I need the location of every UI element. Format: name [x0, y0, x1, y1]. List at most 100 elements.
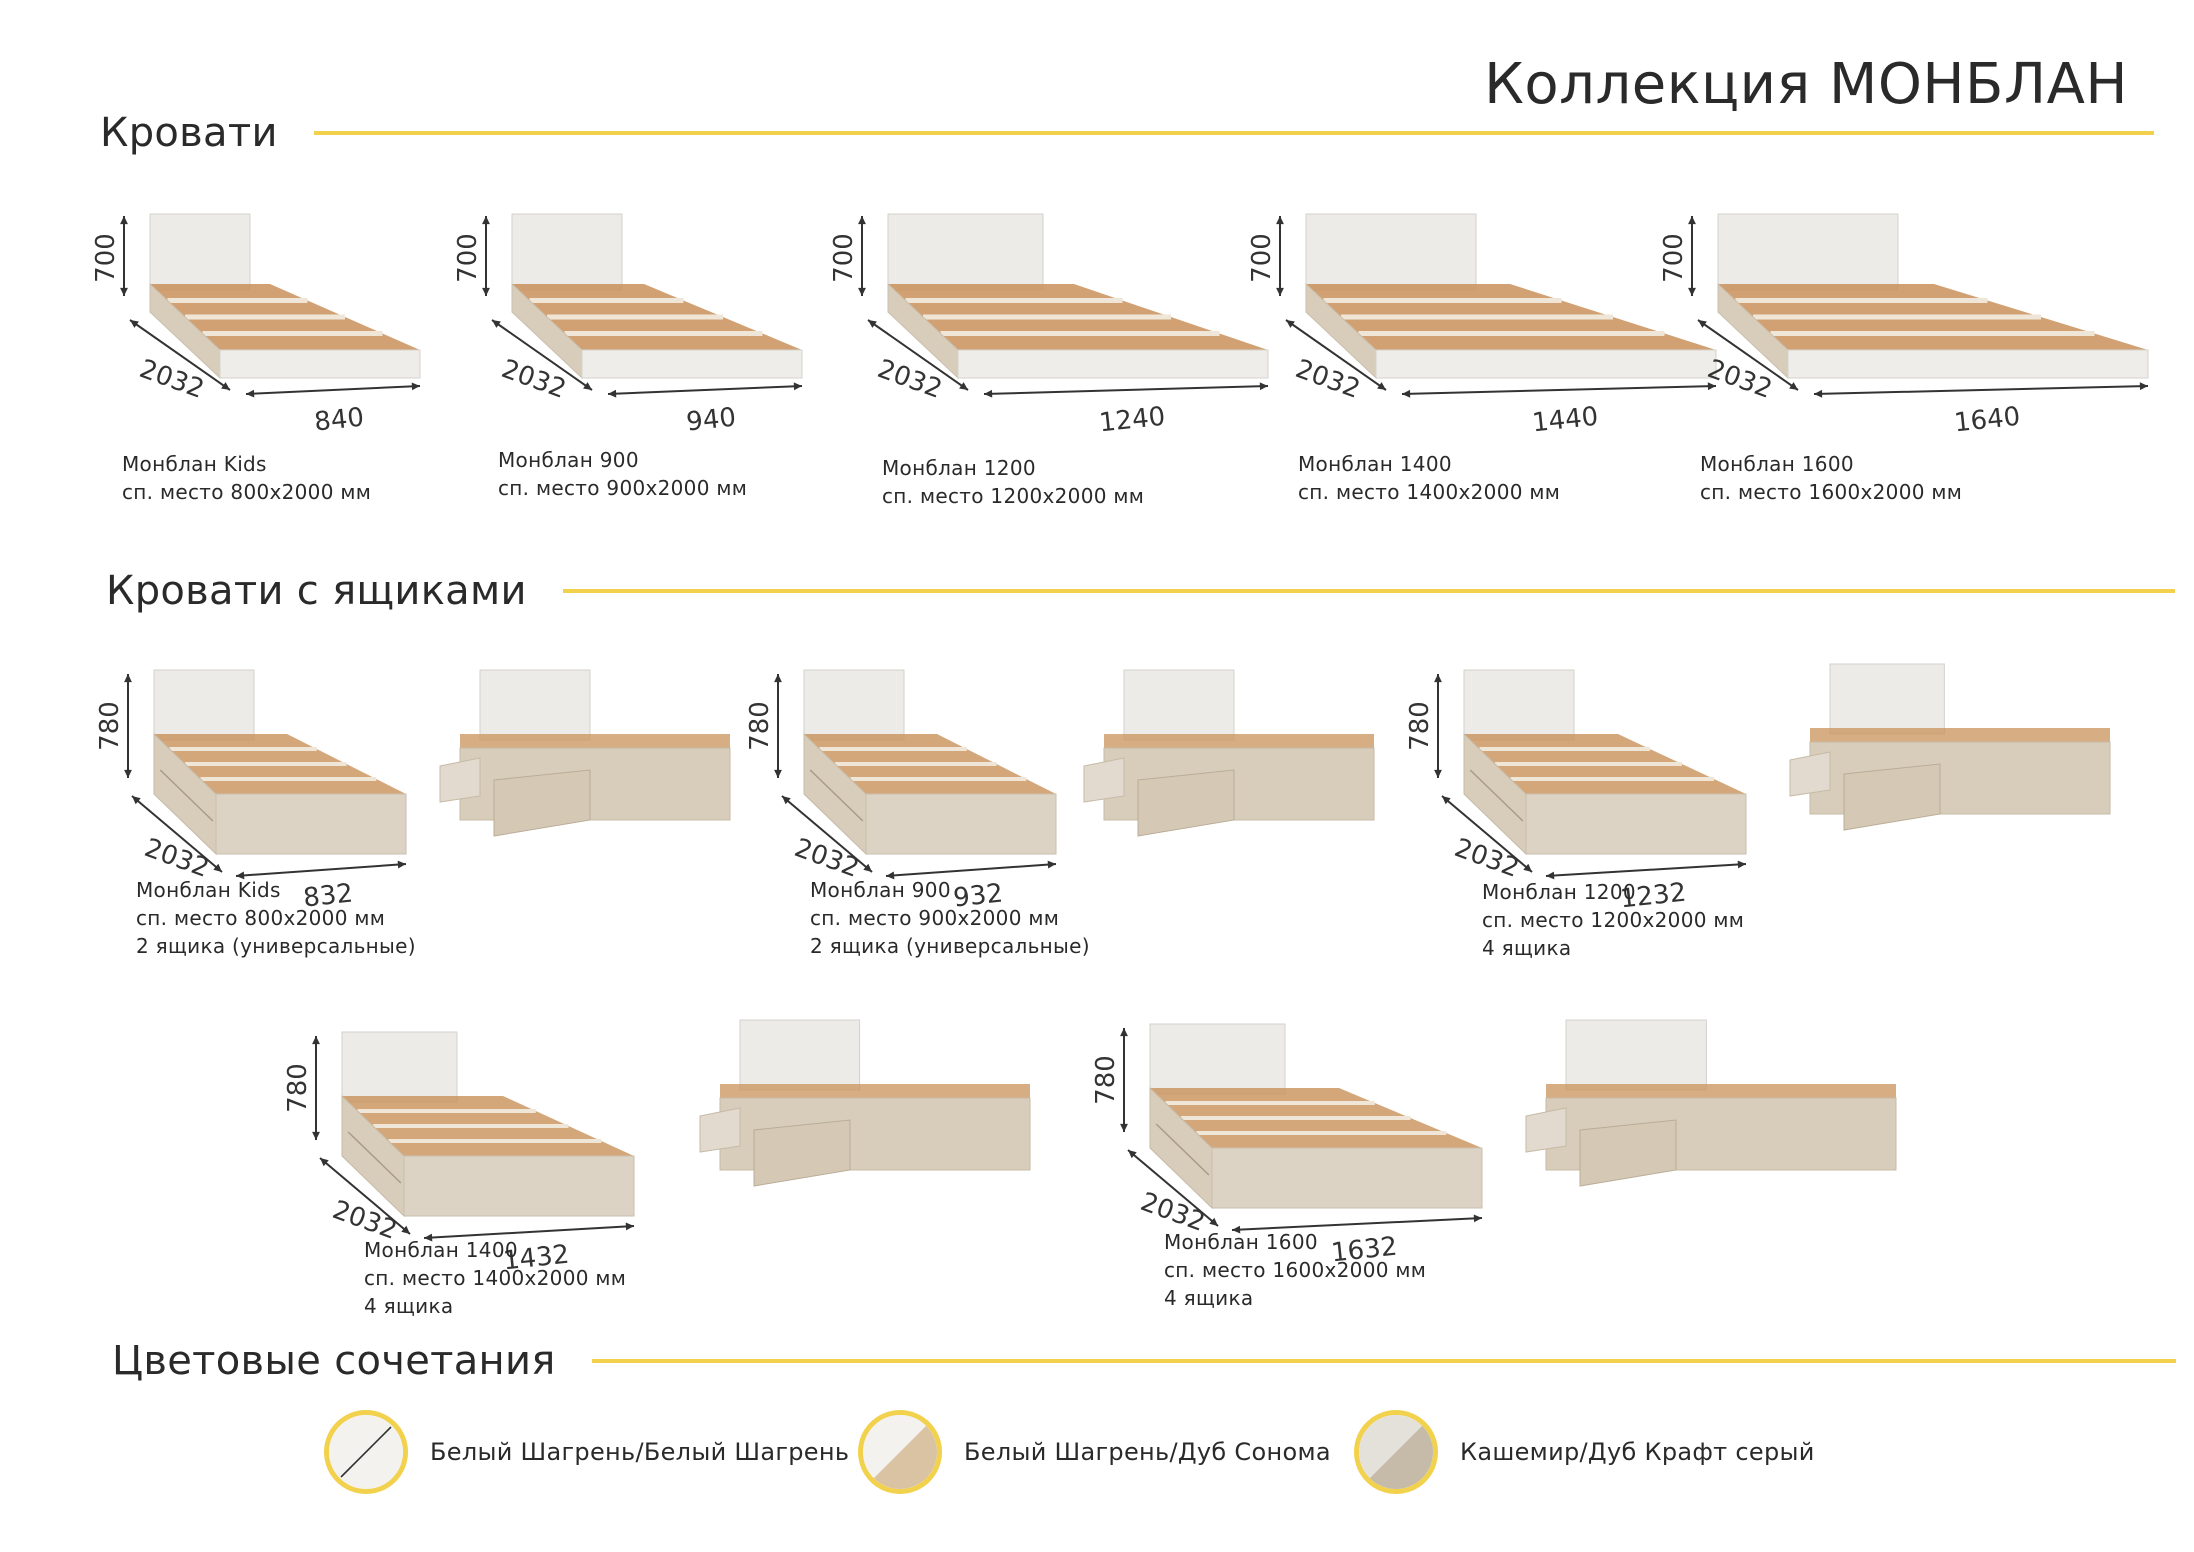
dimension-label: 1640	[1953, 402, 2022, 439]
arrowhead	[608, 389, 617, 398]
bed-drawer-count: 4 ящика	[1164, 1286, 1254, 1310]
dimension-label: 832	[302, 879, 355, 914]
dimension-line	[1697, 319, 1799, 391]
dimension-line	[867, 319, 969, 391]
bed-drawing: 700 2032 1640	[1659, 213, 2149, 438]
arrowhead	[124, 674, 132, 683]
dimension-label: 700	[1659, 233, 1689, 283]
arrowhead	[1232, 1225, 1241, 1234]
arrowhead	[625, 1222, 634, 1231]
drawer-line	[809, 769, 864, 822]
arrowhead	[424, 1233, 433, 1242]
dimension-label: 1432	[502, 1240, 571, 1277]
dimension-label: 2032	[1292, 354, 1364, 405]
section-label: Кровати с ящиками	[106, 568, 527, 614]
foot-panel	[1525, 793, 1747, 855]
dimension-line	[235, 863, 407, 877]
bed-model-name: Монблан Kids	[122, 452, 267, 476]
bed-caption: Монблан 1600 сп. место 1600х2000 мм 4 ящик…	[1164, 1228, 1426, 1312]
headboard	[803, 669, 905, 741]
drawer-open	[493, 769, 591, 837]
swatch-white-white: Белый Шагрень/Белый Шагрень	[324, 1410, 849, 1494]
arrowhead	[984, 389, 993, 398]
arrowhead	[1789, 382, 1798, 390]
bed-drawing	[1083, 669, 1375, 837]
color-name: Белый Шагрень/Белый Шагрень	[430, 1438, 850, 1466]
foot-panel	[219, 349, 421, 379]
foot-panel	[581, 349, 803, 379]
arrowhead	[1128, 1150, 1137, 1159]
arrowhead	[1688, 287, 1696, 296]
arrowhead	[2139, 382, 2148, 391]
arrowhead	[411, 382, 420, 391]
dimension-label: 780	[95, 701, 125, 751]
bed-sleeping-size: сп. место 1400х2000 мм	[1298, 480, 1561, 504]
arrowhead	[858, 216, 866, 225]
arrowhead	[1523, 863, 1532, 872]
bed-model-name: Монблан 1400	[1298, 452, 1452, 476]
bed-sleeping-size: сп. место 1400х2000 мм	[364, 1266, 627, 1290]
arrowhead	[397, 860, 406, 869]
drawer-open	[1789, 751, 1831, 797]
section-divider	[591, 1359, 2176, 1363]
bed-drawing	[1525, 1019, 1897, 1187]
dimension-line	[245, 385, 421, 395]
arrowhead	[312, 1131, 320, 1140]
color-name: Кашемир/Дуб Крафт серый	[1460, 1438, 1815, 1466]
drawer-open	[439, 757, 481, 803]
section-heading-colors: Цветовые сочетания	[112, 1338, 2176, 1384]
headboard	[1463, 669, 1575, 741]
slat-base	[1546, 1084, 1896, 1100]
dimension-label: 932	[952, 879, 1005, 914]
slat-base	[460, 734, 730, 750]
dimension-line	[1231, 1217, 1483, 1231]
foot-panel	[215, 793, 407, 855]
drawer-bed-open-view	[1770, 660, 2150, 840]
headboard	[341, 1031, 458, 1103]
dimension-line	[983, 385, 1269, 395]
color-circle-kashmir-kraft	[1354, 1410, 1438, 1494]
foot-panel	[1375, 349, 1717, 379]
arrowhead	[492, 320, 501, 328]
headboard	[149, 213, 251, 291]
dimension-line	[1127, 1149, 1219, 1227]
arrowhead	[1698, 320, 1707, 328]
arrowhead	[213, 863, 222, 872]
page-title: Коллекция МОНБЛАН	[1484, 52, 2128, 117]
dimension-label: 780	[745, 701, 775, 751]
foot-panel	[1787, 349, 2149, 379]
drawer-line	[159, 769, 214, 822]
dimension-line	[491, 319, 593, 391]
bed-drawing	[699, 1019, 1031, 1187]
bed-product: 700 2032 1640	[1659, 200, 2194, 438]
arrowhead	[1442, 796, 1451, 805]
arrowhead	[120, 287, 128, 296]
dimension-label: 700	[1247, 233, 1277, 283]
swatch-white-sonoma: Белый Шагрень/Дуб Сонома	[858, 1410, 1331, 1494]
bed-drawing	[439, 669, 731, 837]
arrowhead	[236, 871, 245, 880]
dimension-label: 1232	[1619, 878, 1688, 915]
headboard	[479, 669, 591, 741]
arrowhead	[863, 863, 872, 872]
drawer-open	[1525, 1107, 1567, 1153]
dimension-label: 2032	[1704, 354, 1776, 405]
arrowhead	[774, 674, 782, 683]
bed-sleeping-size: сп. место 1200х2000 мм	[1482, 908, 1745, 932]
arrowhead	[1377, 382, 1386, 390]
bed-model-name: Монблан 1600	[1700, 452, 1854, 476]
dimension-label: 1632	[1330, 1232, 1399, 1269]
bed-sleeping-size: сп. место 1600х2000 мм	[1164, 1258, 1427, 1282]
dimension-line	[1441, 795, 1533, 873]
bed-model-name: Монблан 1600	[1164, 1230, 1318, 1254]
drawer-open	[753, 1119, 851, 1187]
bed-model-name: Монблан 900	[810, 878, 951, 902]
